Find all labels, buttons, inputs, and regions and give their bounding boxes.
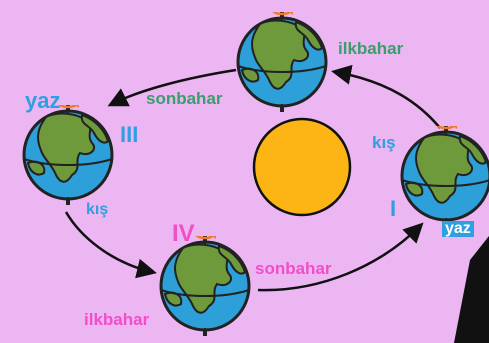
- corner-shadow-shape: [454, 236, 489, 343]
- roman-numeral-bottom: IV: [172, 222, 195, 246]
- label-top-spring: ilkbahar: [338, 40, 403, 57]
- earth-globe-top: [238, 6, 326, 118]
- label-right-summer: yaz: [442, 221, 474, 237]
- orbit-arrow-right-to-top: [336, 72, 440, 128]
- roman-numeral-left: III: [120, 124, 138, 146]
- label-bottom-autumn: sonbahar: [255, 260, 332, 277]
- label-top-autumn: sonbahar: [146, 90, 223, 107]
- label-left-summer: yaz: [25, 90, 60, 112]
- earth-globe-right: [402, 120, 489, 232]
- orbit-arrow-left-to-bottom: [66, 212, 152, 272]
- label-right-winter: kış: [372, 134, 396, 151]
- label-left-winter: kış: [86, 202, 108, 218]
- label-bottom-spring: ilkbahar: [84, 311, 149, 328]
- roman-numeral-right: I: [390, 198, 396, 220]
- sun: [254, 119, 350, 215]
- earth-globe-left: [24, 99, 112, 211]
